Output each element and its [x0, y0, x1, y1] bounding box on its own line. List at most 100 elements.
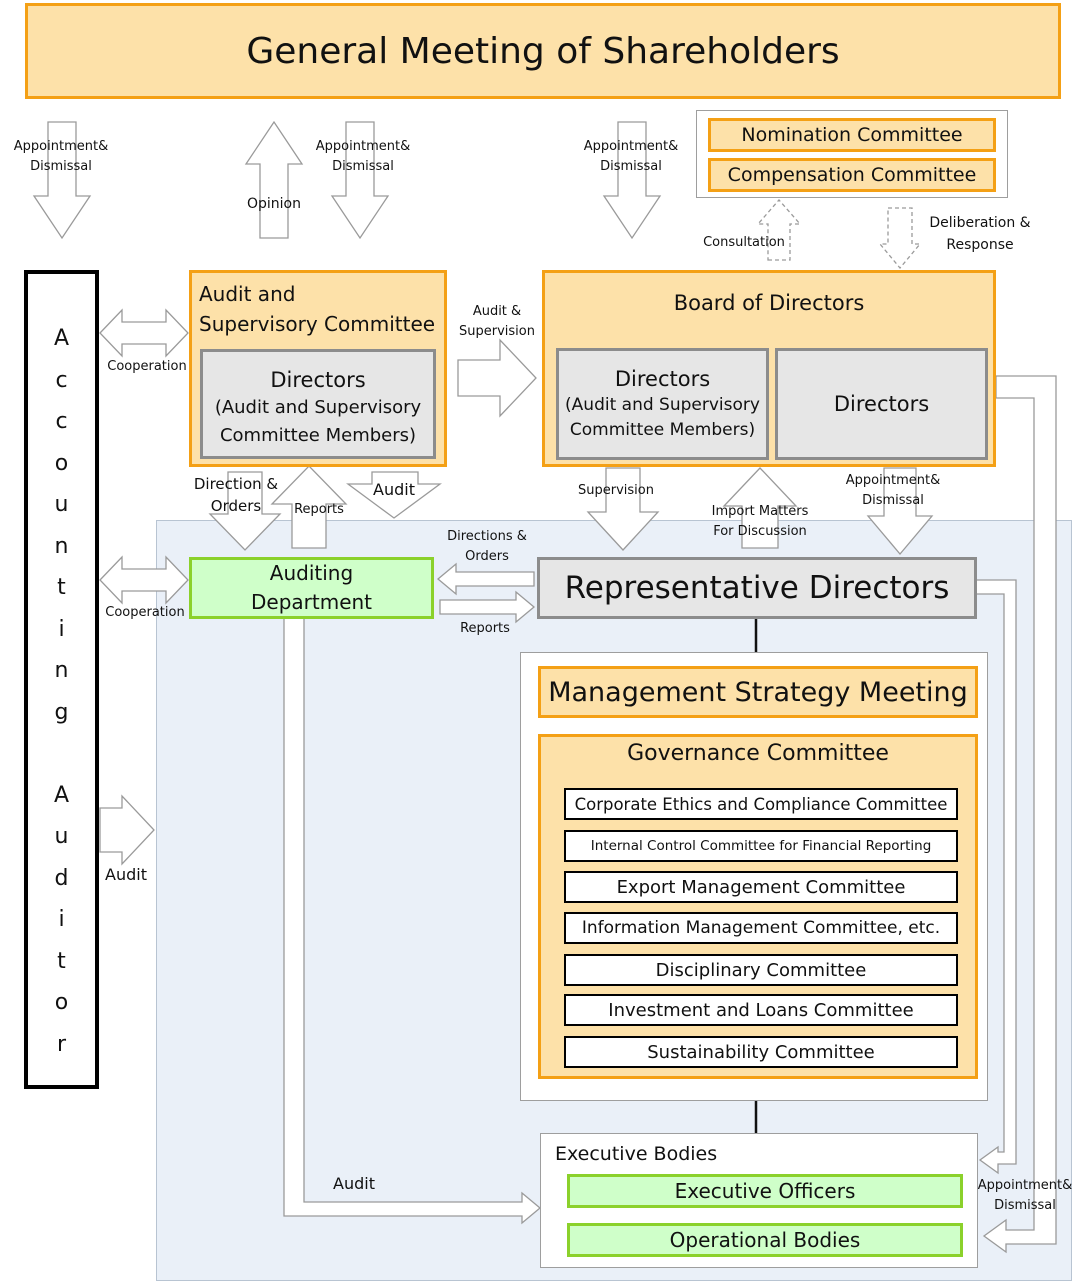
board-audit-directors-label: Directors	[614, 367, 711, 391]
label-supervision: Supervision	[578, 483, 654, 498]
accounting-auditor-letter: A	[53, 782, 70, 808]
label-deliberation-response: Deliberation & Response	[929, 215, 1031, 253]
general-meeting-title: General Meeting of Shareholders	[246, 30, 840, 72]
consultation-arrow-up	[756, 199, 802, 261]
representative-to-executive-arrow	[975, 579, 1017, 1175]
appointment-arrow-audit-committee	[330, 121, 390, 240]
label-consultation: Consultation	[703, 235, 785, 250]
label-audit-supervision: Audit & Supervision	[459, 304, 535, 339]
governance-item: Export Management Committee	[564, 871, 958, 903]
auditing-department: Auditing Department	[189, 557, 434, 619]
accounting-auditor-letter: t	[57, 948, 66, 974]
audit-committee-members-label: (Audit and Supervisory Committee Members…	[214, 397, 422, 446]
cooperation-arrow-2	[99, 555, 189, 605]
accounting-auditor-letter: o	[54, 990, 69, 1015]
auditing-dept-audit-arrow	[283, 617, 542, 1225]
governance-committee-title: Governance Committee	[627, 741, 889, 766]
label-appointment-dismissal: Appointment& Dismissal	[583, 139, 679, 174]
cooperation-arrow-1	[99, 308, 189, 358]
accounting-auditor-letter: A	[53, 326, 70, 351]
label-import-matters: Import Matters For Discussion	[711, 504, 809, 539]
management-strategy-meeting: Management Strategy Meeting	[538, 666, 978, 718]
label-appointment-dismissal: Appointment& Dismissal	[13, 139, 109, 174]
representative-directors: Representative Directors	[537, 557, 977, 619]
governance-item: Sustainability Committee	[564, 1036, 958, 1068]
nomination-committee: Nomination Committee	[708, 118, 996, 152]
appointment-arrow-board	[602, 121, 662, 240]
label-appointment-dismissal: Appointment& Dismissal	[845, 473, 941, 508]
board-members-label: (Audit and Supervisory Committee Members…	[565, 395, 760, 440]
reports-arrow-up	[270, 465, 348, 549]
executive-officers: Executive Officers	[567, 1174, 963, 1208]
compensation-committee: Compensation Committee	[708, 158, 996, 192]
accounting-auditor-letter: u	[54, 492, 69, 517]
operational-bodies-label: Operational Bodies	[669, 1228, 861, 1252]
audit-committee-directors-label: Directors	[270, 368, 366, 392]
label-audit: Audit	[333, 1174, 375, 1193]
governance-item: Investment and Loans Committee	[564, 994, 958, 1026]
accounting-auditor-letter: n	[54, 533, 69, 559]
accounting-auditor-letter: o	[54, 450, 69, 476]
accounting-auditor-letter: g	[54, 699, 69, 725]
operational-bodies: Operational Bodies	[567, 1223, 963, 1257]
audit-supervisory-committee: Audit and Supervisory Committee Director…	[189, 270, 447, 467]
appointment-arrow-accounting	[32, 121, 92, 240]
accounting-auditor-letter: n	[54, 658, 69, 683]
label-direction-orders: Direction & Orders	[193, 475, 279, 515]
board-title: Board of Directors	[673, 291, 865, 315]
management-strategy-meeting-label: Management Strategy Meeting	[548, 676, 968, 708]
accounting-auditor-letter: r	[56, 1031, 67, 1057]
label-audit: Audit	[373, 480, 415, 499]
audit-supervision-arrow	[457, 338, 537, 418]
label-reports: Reports	[460, 621, 510, 636]
directions-orders-arrow-left	[436, 562, 535, 596]
nomination-committee-label: Nomination Committee	[741, 124, 963, 146]
accounting-auditor-letter: d	[54, 865, 69, 891]
accounting-auditor-letter: i	[58, 907, 65, 932]
accounting-auditor-letter: c	[55, 367, 68, 393]
audit-arrow-management	[99, 794, 155, 866]
compensation-committee-label: Compensation Committee	[727, 164, 977, 186]
accounting-auditor-letter: u	[54, 824, 69, 849]
label-directions-orders: Directions & Orders	[447, 529, 527, 564]
board-of-directors: Board of Directors Directors (Audit and …	[542, 270, 996, 467]
governance-item: Information Management Committee, etc.	[564, 912, 958, 944]
governance-item: Internal Control Committee for Financial…	[564, 830, 958, 862]
label-opinion: Opinion	[247, 196, 301, 212]
board-directors-label: Directors	[833, 392, 930, 416]
accounting-auditor-letter: c	[55, 409, 68, 434]
accounting-auditor-letter: t	[57, 575, 66, 600]
label-audit: Audit	[105, 865, 147, 884]
executive-bodies-title: Executive Bodies	[555, 1143, 718, 1165]
label-cooperation: Cooperation	[105, 605, 185, 620]
board-directors-box: Directors	[775, 348, 988, 460]
board-audit-directors-box: Directors (Audit and Supervisory Committ…	[556, 348, 769, 460]
accounting-auditor-letter: i	[58, 616, 65, 642]
board-appointment-arrow	[982, 375, 1057, 1254]
opinion-arrow-up	[244, 120, 304, 239]
governance-item: Corporate Ethics and Compliance Committe…	[564, 788, 958, 820]
accounting-auditor-letter	[28, 733, 95, 775]
audit-committee-directors-box: Directors (Audit and Supervisory Committ…	[200, 349, 436, 459]
executive-officers-label: Executive Officers	[674, 1179, 856, 1203]
deliberation-arrow-down	[878, 207, 922, 270]
label-cooperation: Cooperation	[107, 359, 187, 374]
reports-arrow-right	[439, 590, 536, 624]
general-meeting-box: General Meeting of Shareholders	[25, 3, 1061, 99]
appointment-arrow-representative	[866, 467, 934, 556]
governance-item: Disciplinary Committee	[564, 954, 958, 986]
governance-committee: Governance Committee Corporate Ethics an…	[538, 734, 978, 1079]
label-appointment-dismissal: Appointment& Dismissal	[315, 139, 411, 174]
audit-arrow-down	[346, 471, 442, 519]
direction-orders-arrow	[208, 471, 282, 551]
representative-directors-label: Representative Directors	[564, 570, 950, 606]
auditing-department-label: Auditing Department	[250, 561, 373, 614]
label-appointment-dismissal: Appointment& Dismissal	[977, 1178, 1073, 1213]
audit-committee-title: Audit and Supervisory Committee	[199, 282, 436, 336]
import-matters-arrow-up	[722, 467, 798, 549]
label-reports: Reports	[294, 502, 344, 517]
supervision-arrow	[586, 467, 660, 551]
